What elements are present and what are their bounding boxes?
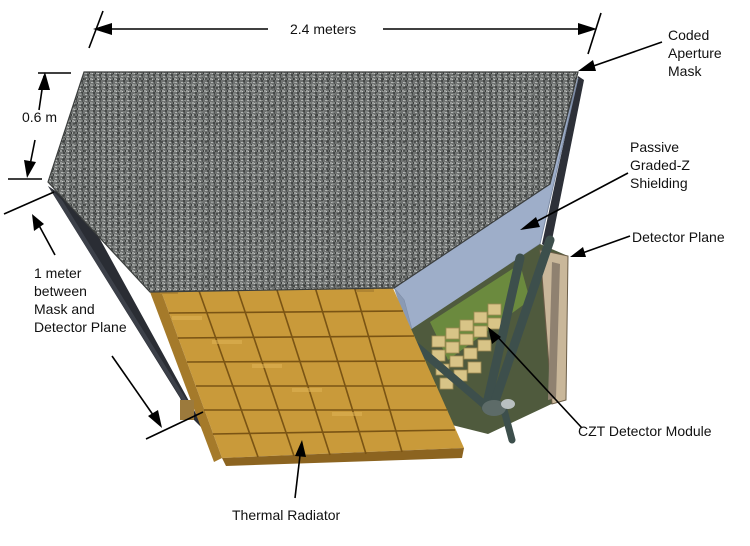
thermal-radiator-label: Thermal Radiator: [232, 507, 341, 523]
strut-joint: [482, 400, 506, 416]
separation-label: 1 meter between Mask and Detector Plane: [34, 264, 127, 336]
width-dimension-label: 2.4 meters: [290, 21, 357, 37]
detector-plane-rail-2: [548, 262, 560, 400]
arrow-heads: [24, 23, 597, 457]
czt-module-label: CZT Detector Module: [578, 423, 712, 439]
separation-label-line1: 1 meter: [34, 265, 82, 281]
side-wall-inner: [48, 186, 194, 412]
mask-label-line2: Aperture: [668, 45, 722, 61]
shielding-label-line1: Passive: [630, 139, 680, 155]
mask-label-line3: Mask: [668, 63, 702, 79]
shielding-label: Passive Graded-Z Shielding: [630, 138, 690, 192]
mask-label: Coded Aperture Mask: [668, 26, 722, 80]
shielding-label-line3: Shielding: [630, 175, 688, 191]
separation-label-line2: between: [34, 283, 87, 299]
detector-plane-label: Detector Plane: [632, 229, 725, 245]
strut-joint-cap: [501, 399, 515, 409]
czt-tile-grid: [431, 303, 502, 390]
height-dimension-label: 0.6 m: [22, 109, 58, 125]
separation-label-line3: Mask and: [34, 301, 95, 317]
shielding-label-line2: Graded-Z: [630, 157, 690, 173]
thermal-radiator: [150, 282, 464, 466]
right-wall: [542, 76, 584, 250]
mask-label-line1: Coded: [668, 27, 710, 43]
support-struts: [412, 235, 555, 444]
separation-label-line4: Detector Plane: [34, 319, 127, 335]
